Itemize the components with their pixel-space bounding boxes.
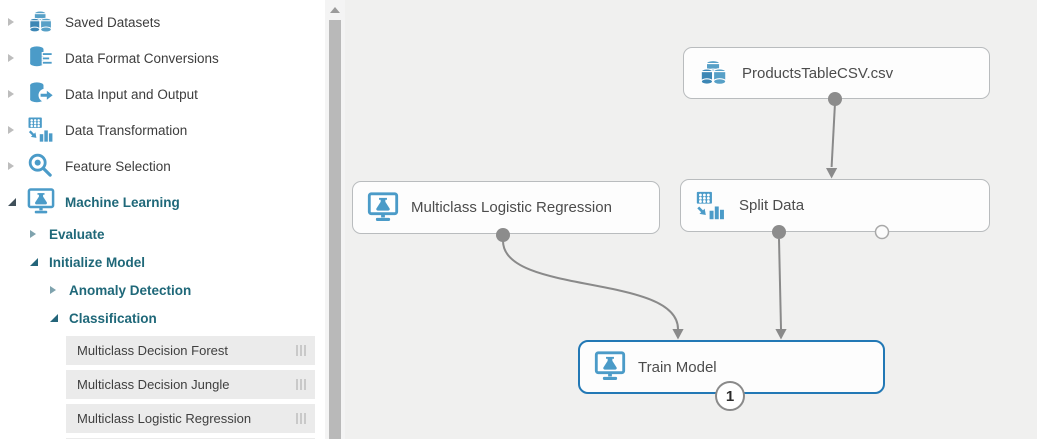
sidebar-item-saved-datasets[interactable]: Saved Datasets xyxy=(0,4,325,40)
sidebar-item-label: Feature Selection xyxy=(65,158,171,174)
output-port-train-model-badge[interactable]: 1 xyxy=(715,381,745,411)
sidebar-item-label: Evaluate xyxy=(49,226,105,242)
chevron-right-icon xyxy=(8,18,22,26)
arrow-up-icon xyxy=(330,6,340,13)
sidebar-item-anomaly-detection[interactable]: Anomaly Detection xyxy=(0,276,325,304)
module-palette: Saved Datasets Data Format Conversions xyxy=(0,0,325,439)
module-item-multiclass-decision-forest[interactable]: Multiclass Decision Forest xyxy=(66,336,315,365)
drag-handle-icon[interactable] xyxy=(296,413,306,424)
node-multiclass-logistic-regression[interactable]: Multiclass Logistic Regression xyxy=(352,181,660,234)
experiment-canvas[interactable]: ProductsTableCSV.csv xyxy=(345,0,1037,439)
sidebar-item-classification[interactable]: Classification xyxy=(0,304,325,332)
arrowhead-into-split xyxy=(826,168,838,179)
chevron-right-icon xyxy=(8,126,22,134)
input-output-icon xyxy=(26,79,56,109)
chevron-right-icon xyxy=(50,286,64,294)
machine-learning-icon xyxy=(26,187,56,217)
sidebar-item-label: Saved Datasets xyxy=(65,14,161,30)
sidebar-item-data-transformation[interactable]: Data Transformation xyxy=(0,112,325,148)
scrollbar-thumb[interactable] xyxy=(329,20,341,439)
sidebar-item-initialize-model[interactable]: Initialize Model xyxy=(0,248,325,276)
wire-mlr-to-train xyxy=(502,240,679,330)
palette-scrollbar xyxy=(325,0,345,439)
chevron-expanded-icon xyxy=(30,258,44,266)
node-label: Multiclass Logistic Regression xyxy=(411,199,612,216)
format-conversion-icon xyxy=(26,43,56,73)
sidebar-item-label: Data Format Conversions xyxy=(65,50,219,66)
drag-handle-icon[interactable] xyxy=(296,345,306,356)
chevron-right-icon xyxy=(8,90,22,98)
arrowhead-into-train-left xyxy=(672,329,684,340)
sidebar-item-feature-selection[interactable]: Feature Selection xyxy=(0,148,325,184)
ml-module-icon xyxy=(593,350,627,384)
sidebar-item-evaluate[interactable]: Evaluate xyxy=(0,220,325,248)
scroll-up-button[interactable] xyxy=(325,0,345,19)
sidebar-item-label: Classification xyxy=(69,310,157,326)
sidebar-item-label: Data Transformation xyxy=(65,122,188,138)
wire-csv-to-split xyxy=(830,102,836,168)
arrowhead-into-train-right xyxy=(775,329,787,340)
drag-handle-icon[interactable] xyxy=(296,379,306,390)
sidebar-item-label: Machine Learning xyxy=(65,194,180,210)
chevron-right-icon xyxy=(8,162,22,170)
node-products-table-csv[interactable]: ProductsTableCSV.csv xyxy=(683,47,990,99)
ml-module-icon xyxy=(366,191,400,225)
sidebar-item-data-format-conversions[interactable]: Data Format Conversions xyxy=(0,40,325,76)
node-label: Split Data xyxy=(739,197,805,214)
chevron-right-icon xyxy=(8,54,22,62)
sidebar-item-data-input-and-output[interactable]: Data Input and Output xyxy=(0,76,325,112)
node-label: ProductsTableCSV.csv xyxy=(742,64,894,82)
feature-selection-icon xyxy=(26,151,56,181)
sidebar-item-label: Data Input and Output xyxy=(65,86,198,102)
node-label: Train Model xyxy=(638,358,717,376)
sidebar-item-label: Initialize Model xyxy=(49,254,146,270)
sidebar-item-label: Anomaly Detection xyxy=(69,282,192,298)
module-item-label: Multiclass Decision Forest xyxy=(77,343,228,358)
node-split-data[interactable]: Split Data xyxy=(680,179,990,232)
module-item-label: Multiclass Logistic Regression xyxy=(77,411,252,426)
module-item-multiclass-logistic-regression[interactable]: Multiclass Logistic Regression xyxy=(66,404,315,433)
chevron-expanded-icon xyxy=(50,314,64,322)
sidebar-item-machine-learning[interactable]: Machine Learning xyxy=(0,184,325,220)
module-item-label: Multiclass Decision Jungle xyxy=(77,377,230,392)
wire-split-to-train xyxy=(778,238,782,330)
split-data-icon xyxy=(694,189,728,223)
chevron-right-icon xyxy=(30,230,44,238)
transformation-icon xyxy=(26,115,56,145)
module-item-multiclass-decision-jungle[interactable]: Multiclass Decision Jungle xyxy=(66,370,315,399)
chevron-expanded-icon xyxy=(8,198,22,206)
dataset-icon xyxy=(697,56,731,90)
datasets-icon xyxy=(26,7,56,37)
